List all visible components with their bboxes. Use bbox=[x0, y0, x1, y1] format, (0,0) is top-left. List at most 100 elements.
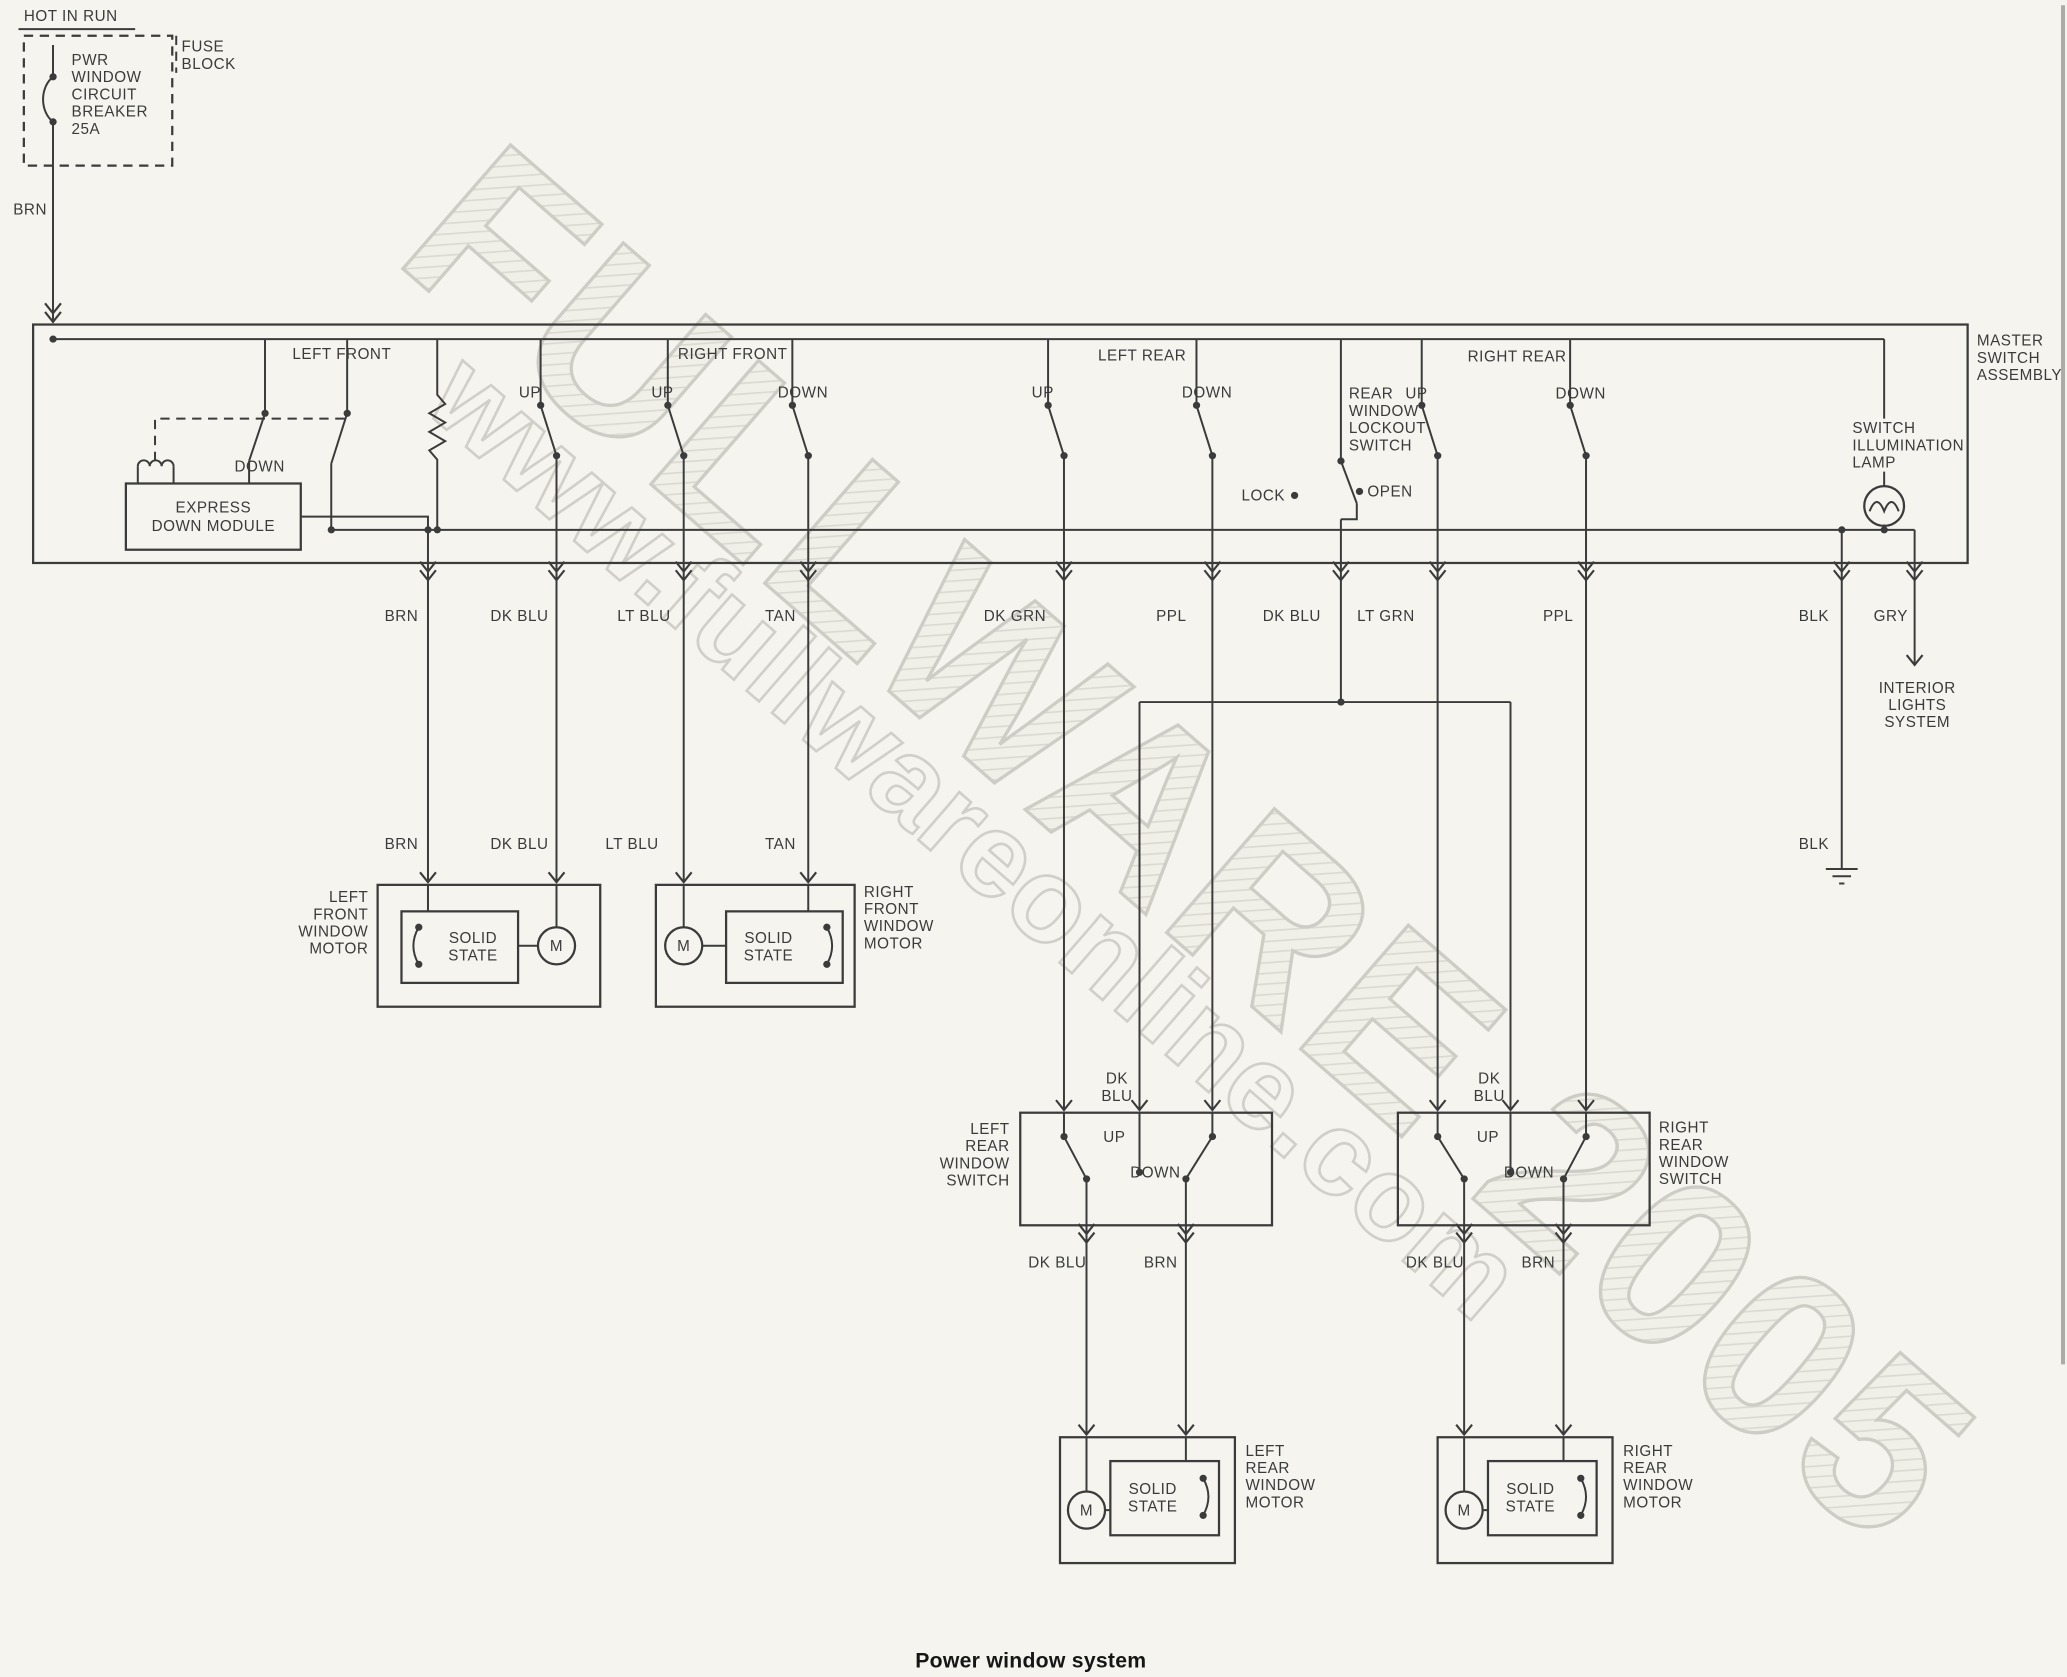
switch-label: WINDOW bbox=[940, 1155, 1010, 1172]
express-down-module-box bbox=[124, 482, 302, 551]
motor-m-label: M bbox=[550, 938, 563, 955]
wire-label-dk-blu: DK BLU bbox=[490, 608, 548, 625]
hot-in-run-label: HOT IN RUN bbox=[24, 8, 118, 25]
motor-label: RIGHT bbox=[1623, 1443, 1673, 1460]
wire-label-dk: DK bbox=[1106, 1071, 1128, 1088]
lock-position-label: LOCK bbox=[1242, 488, 1286, 505]
wire-color-labels-row1: BRN DK BLU LT BLU TAN DK GRN PPL DK BLU … bbox=[385, 608, 1908, 625]
open-position-label: OPEN bbox=[1367, 484, 1412, 501]
wire-label-blu: BLU bbox=[1474, 1088, 1505, 1105]
wire-label-gry: GRY bbox=[1874, 608, 1908, 625]
solid-state-label: STATE bbox=[1128, 1498, 1177, 1515]
interior-lights-label: INTERIOR bbox=[1879, 680, 1956, 697]
circuit-breaker-symbol bbox=[42, 76, 54, 123]
wire-label-brn: BRN bbox=[1521, 1255, 1555, 1272]
solid-state-label: SOLID bbox=[1506, 1481, 1554, 1498]
switch-label: LEFT bbox=[970, 1121, 1009, 1138]
motor-label: FRONT bbox=[864, 901, 919, 918]
motor-label: WINDOW bbox=[1623, 1477, 1693, 1494]
lockout-switch-label: WINDOW bbox=[1349, 403, 1419, 420]
solid-state-switch-symbol bbox=[1202, 1477, 1210, 1516]
motor-internal-wiring bbox=[1463, 1437, 1565, 1512]
right-front-motor-box bbox=[654, 883, 856, 1008]
wire-label-brn: BRN bbox=[1144, 1255, 1178, 1272]
switch-internal-wiring bbox=[1062, 1112, 1214, 1180]
wire-label-dk-blu: DK BLU bbox=[490, 836, 548, 853]
lockout-switch-label: SWITCH bbox=[1349, 437, 1412, 454]
section-right-front: RIGHT FRONT bbox=[678, 346, 788, 363]
ground-symbol bbox=[1825, 867, 1858, 885]
rear-feed-labels: DK BLU DK BLU bbox=[1101, 1071, 1505, 1105]
left-rear-motor-box bbox=[1058, 1436, 1237, 1565]
solid-state-label: STATE bbox=[448, 947, 497, 964]
right-rear-window-motor: M SOLID STATE RIGHT REAR WINDOW MOTOR bbox=[1436, 1436, 1693, 1565]
solid-state-switch-symbol bbox=[825, 926, 834, 965]
wire-label-lt-grn: LT GRN bbox=[1357, 608, 1415, 625]
motor-label: MOTOR bbox=[309, 941, 368, 958]
up-label: UP bbox=[1405, 386, 1427, 403]
wire-label-brn: BRN bbox=[385, 836, 419, 853]
solid-state-label: SOLID bbox=[744, 930, 792, 947]
switch-assembly-wiring bbox=[53, 338, 1915, 531]
breaker-label: CIRCUIT bbox=[72, 86, 137, 103]
wire-label-dk-blu: DK BLU bbox=[1263, 608, 1321, 625]
wire-label-ppl: PPL bbox=[1543, 608, 1573, 625]
express-module-label: EXPRESS bbox=[176, 500, 252, 517]
wire-label-lt-blu: LT BLU bbox=[605, 836, 658, 853]
motor-label: MOTOR bbox=[864, 935, 923, 952]
solid-state-label: SOLID bbox=[1129, 1481, 1177, 1498]
switch-label: WINDOW bbox=[1659, 1154, 1729, 1171]
express-module-label: DOWN MODULE bbox=[152, 518, 275, 535]
motor-label: WINDOW bbox=[298, 924, 368, 941]
illumination-lamp-symbol bbox=[1863, 485, 1906, 528]
switch-label: REAR bbox=[965, 1138, 1009, 1155]
switch-label: SWITCH bbox=[946, 1173, 1009, 1190]
wire-label-tan: TAN bbox=[765, 608, 796, 625]
lockout-switch-label: REAR bbox=[1349, 386, 1393, 403]
motor-label: WINDOW bbox=[1246, 1477, 1316, 1494]
wire-label-dk-grn: DK GRN bbox=[984, 608, 1046, 625]
solid-state-label: STATE bbox=[744, 947, 793, 964]
left-front-window-motor: LEFT FRONT WINDOW MOTOR SOLID STATE M bbox=[298, 883, 602, 1008]
assembly-label: ASSEMBLY bbox=[1977, 367, 2062, 384]
solid-state-label: SOLID bbox=[449, 930, 497, 947]
motor-m-label: M bbox=[1458, 1502, 1471, 1519]
section-left-front: LEFT FRONT bbox=[292, 346, 391, 363]
up-label: UP bbox=[1477, 1129, 1499, 1146]
switch-label: REAR bbox=[1659, 1137, 1703, 1154]
right-rear-switch-box bbox=[1396, 1111, 1651, 1227]
down-label: DOWN bbox=[1556, 386, 1606, 403]
master-switch-assembly: MASTER SWITCH ASSEMBLY LEFT FRONT RIGHT … bbox=[31, 323, 2062, 565]
down-label: DOWN bbox=[778, 384, 828, 401]
wire-label-brn: BRN bbox=[385, 608, 419, 625]
harness-runs bbox=[419, 580, 1924, 1112]
right-front-window-motor: RIGHT FRONT WINDOW MOTOR M SOLID STATE bbox=[654, 883, 933, 1008]
motor-internal-wiring bbox=[682, 884, 810, 947]
assembly-label: MASTER bbox=[1977, 333, 2044, 350]
switch-label: SWITCH bbox=[1659, 1171, 1722, 1188]
relay-coil-symbol bbox=[136, 459, 175, 467]
wire-label-tan: TAN bbox=[765, 836, 796, 853]
illumination-lamp-label: SWITCH bbox=[1852, 420, 1915, 437]
solid-state-box bbox=[400, 910, 520, 985]
wire-label-blk: BLK bbox=[1799, 836, 1829, 853]
left-front-motor-box bbox=[376, 883, 602, 1008]
up-label: UP bbox=[519, 384, 541, 401]
solid-state-label: STATE bbox=[1506, 1498, 1555, 1515]
right-rear-motor-box bbox=[1436, 1436, 1614, 1565]
right-rear-window-switch: RIGHT REAR WINDOW SWITCH UP DOWN DK BLU … bbox=[1396, 1111, 1729, 1437]
left-rear-window-switch: LEFT REAR WINDOW SWITCH UP DOWN DK BLU B… bbox=[940, 1111, 1274, 1437]
breaker-label: PWR bbox=[72, 52, 109, 69]
fuse-block-label: FUSE bbox=[182, 39, 225, 56]
wire-label-blu: BLU bbox=[1101, 1088, 1132, 1105]
wire-label-dk-blu: DK BLU bbox=[1028, 1255, 1086, 1272]
motor-label: MOTOR bbox=[1246, 1494, 1305, 1511]
junction-dots bbox=[49, 73, 1888, 1519]
interior-lights-label: LIGHTS bbox=[1888, 697, 1946, 714]
up-label: UP bbox=[1103, 1129, 1125, 1146]
motor-label: REAR bbox=[1623, 1460, 1667, 1477]
motor-label: FRONT bbox=[313, 906, 368, 923]
power-feed-section: HOT IN RUN FUSE BLOCK PWR WINDOW CIRCUIT… bbox=[13, 8, 235, 324]
breaker-label: 25A bbox=[72, 121, 101, 138]
